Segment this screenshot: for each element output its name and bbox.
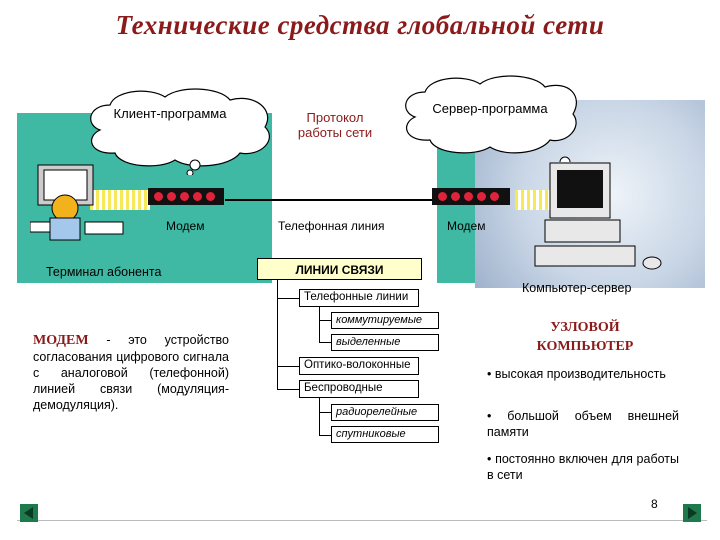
terminal-label: Терминал абонента [46,265,162,279]
phone-lines-box: Телефонные линии [299,289,419,307]
modem-right [432,188,510,205]
signal-line-left [90,190,150,210]
terminal-user-icon [30,164,124,241]
tree-branch-phone [277,298,299,299]
triangle-right-icon [688,507,697,519]
triangle-left-icon [24,507,33,519]
satellite-box: спутниковые [331,426,439,443]
modem-left [148,188,224,205]
server-computer-icon [534,162,662,270]
node-bullet-2: • большой объем внешней памяти [487,409,679,439]
protocol-label: Протокол работы сети [297,110,373,140]
next-slide-button[interactable] [683,504,701,522]
tree-branch-wireless [277,389,299,390]
phone-sub1-line [319,320,331,321]
footer-line [17,520,707,521]
prev-slide-button[interactable] [20,504,38,522]
client-cloud-label: Клиент-программа [113,106,227,121]
phone-line-label: Телефонная линия [278,219,385,233]
fiber-box: Оптико-волоконные [299,357,419,375]
phone-subtrunk [319,307,320,342]
wireless-sub1-line [319,412,331,413]
server-cloud-label: Сервер-программа [432,101,548,116]
wireless-sub2-line [319,435,331,436]
switched-box: коммутируемые [331,312,439,329]
comm-lines-root: ЛИНИИ СВЯЗИ [257,258,422,280]
modem-left-label: Модем [166,219,205,233]
page-number: 8 [651,497,658,511]
server-computer-label: Компьютер-сервер [522,281,632,295]
wireless-subtrunk [319,398,320,435]
leased-box: выделенные [331,334,439,351]
tree-branch-fiber [277,366,299,367]
phone-sub2-line [319,342,331,343]
wireless-box: Беспроводные [299,380,419,398]
page-title: Технические средства глобальной сети [115,10,605,40]
node-bullet-1: • высокая производительность [487,367,666,381]
tree-trunk [277,280,278,390]
phone-line-wire [225,199,440,201]
modem-right-label: Модем [447,219,486,233]
modem-definition-text: - это устройство согласования цифрового … [33,333,229,412]
modem-definition: МОДЕМ - это устройство согласования цифр… [33,332,229,413]
node-bullet-3: • постоянно включен для работы в сети [487,452,679,482]
client-cloud [90,88,270,175]
radio-relay-box: радиорелейные [331,404,439,421]
node-computer-title: УЗЛОВОЙ КОМПЬЮТЕР [536,320,634,354]
modem-term: МОДЕМ [33,333,89,348]
server-cloud [405,75,577,162]
